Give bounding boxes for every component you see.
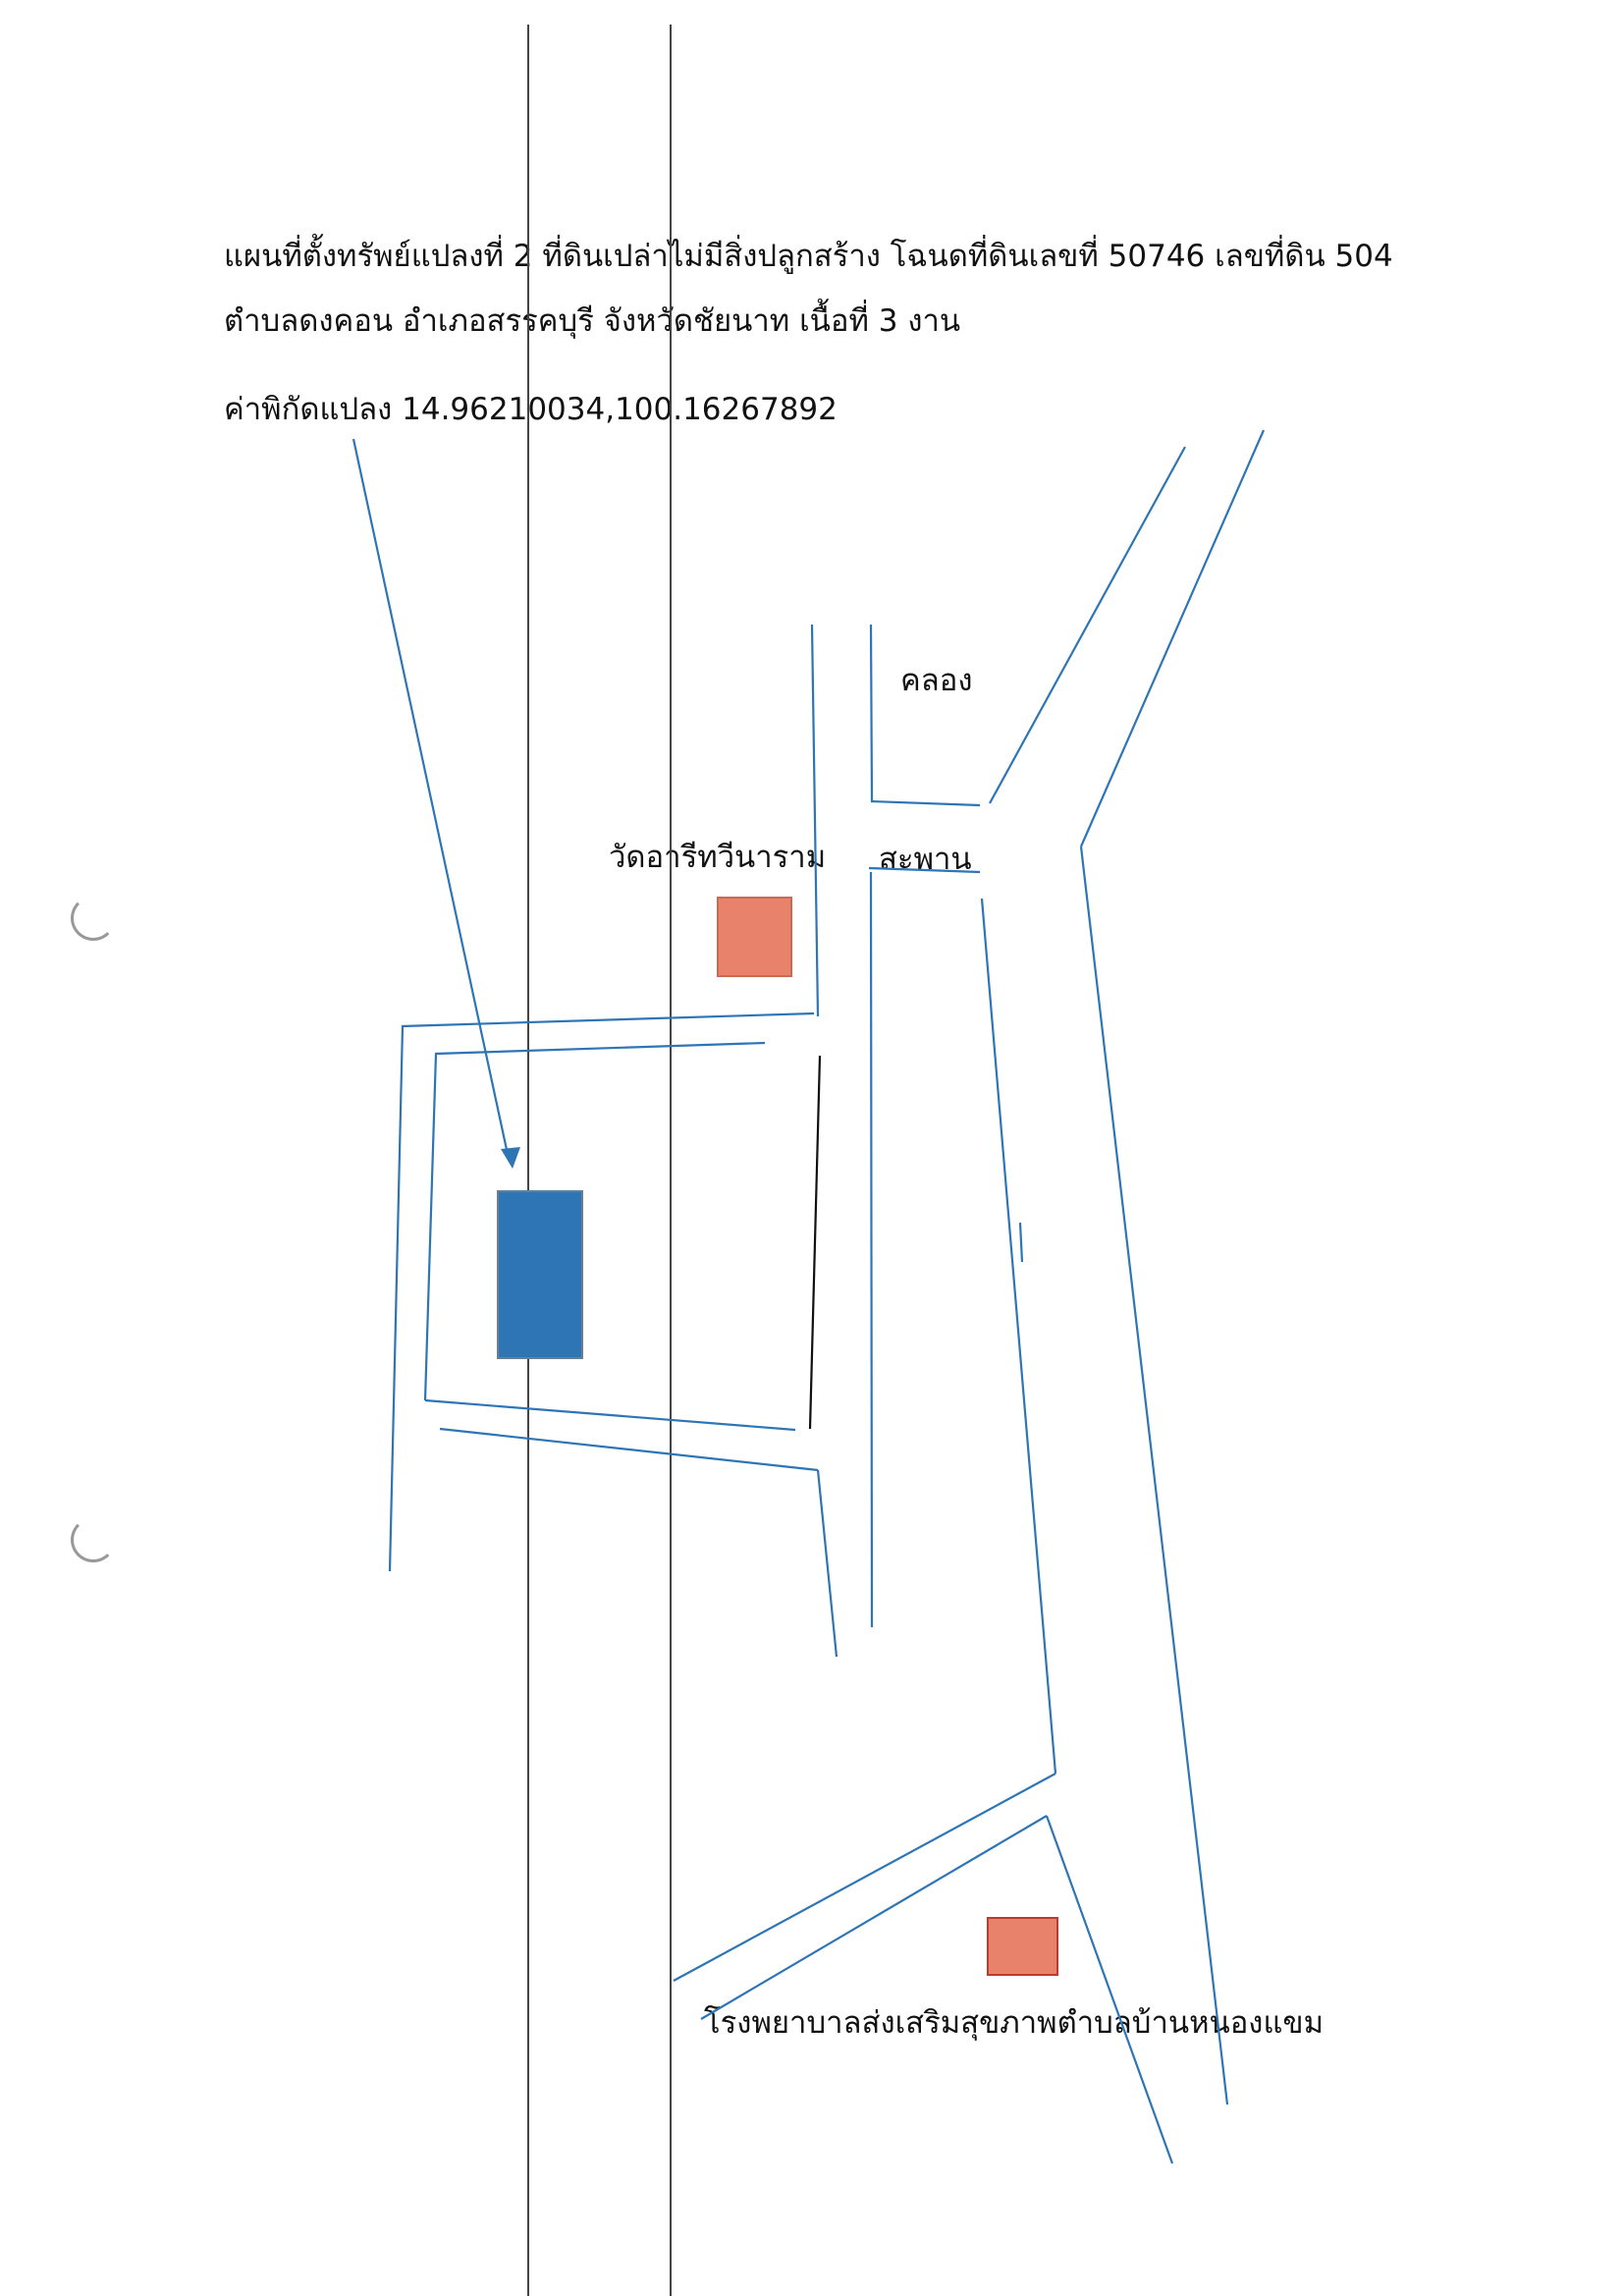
pointer-arrow-line: [352, 438, 511, 1160]
header-line-2: ตำบลดงคอน อำเภอสรรคบุรี จังหวัดชัยนาท เน…: [224, 303, 961, 339]
bridge-line: [868, 866, 981, 874]
pointer-arrow-head: [501, 1147, 520, 1169]
branch-road-upper: [673, 1773, 1056, 1982]
road-south-right-edge: [816, 1469, 839, 1658]
hospital-label: โรงพยาบาลส่งเสริมสุขภาพตำบลบ้านหนองแขม: [704, 2005, 1325, 2041]
road-main-left-edge: [980, 898, 1057, 1775]
canal-right-edge: [869, 624, 874, 802]
road-main-right-edge: [1079, 846, 1229, 2105]
canal-label: คลอง: [900, 663, 973, 698]
coordinate-text: ค่าพิกัดแปลง 14.96210034,100.16267892: [224, 392, 838, 427]
plot-lane-top: [424, 1398, 796, 1432]
header-line-1: แผนที่ตั้งทรัพย์แปลงที่ 2 ที่ดินเปล่าไม่…: [224, 239, 1393, 274]
temple-marker: [717, 897, 792, 977]
road-south-left-edge: [869, 871, 874, 1628]
road-main-tick: [1018, 1222, 1024, 1263]
canal-crossing-top: [870, 799, 981, 807]
boundary-black-line: [808, 1055, 822, 1430]
plot-outer-boundary: [388, 1011, 815, 1572]
hospital-marker: [987, 1917, 1058, 1976]
canal-left-edge: [810, 624, 820, 1017]
subject-plot: [497, 1190, 583, 1359]
temple-label: วัดอารีทวีนาราม: [609, 840, 827, 875]
punch-hole-bottom: [71, 1517, 116, 1562]
plot-lane-bottom: [439, 1427, 819, 1472]
branch-road-east: [1045, 1815, 1174, 2164]
branch-road-lower: [700, 1815, 1048, 2020]
punch-hole-top: [71, 896, 116, 941]
plot-inner-boundary: [423, 1041, 766, 1401]
road-diagonal-right-edge: [1079, 429, 1266, 847]
road-diagonal-left-edge: [989, 446, 1186, 804]
